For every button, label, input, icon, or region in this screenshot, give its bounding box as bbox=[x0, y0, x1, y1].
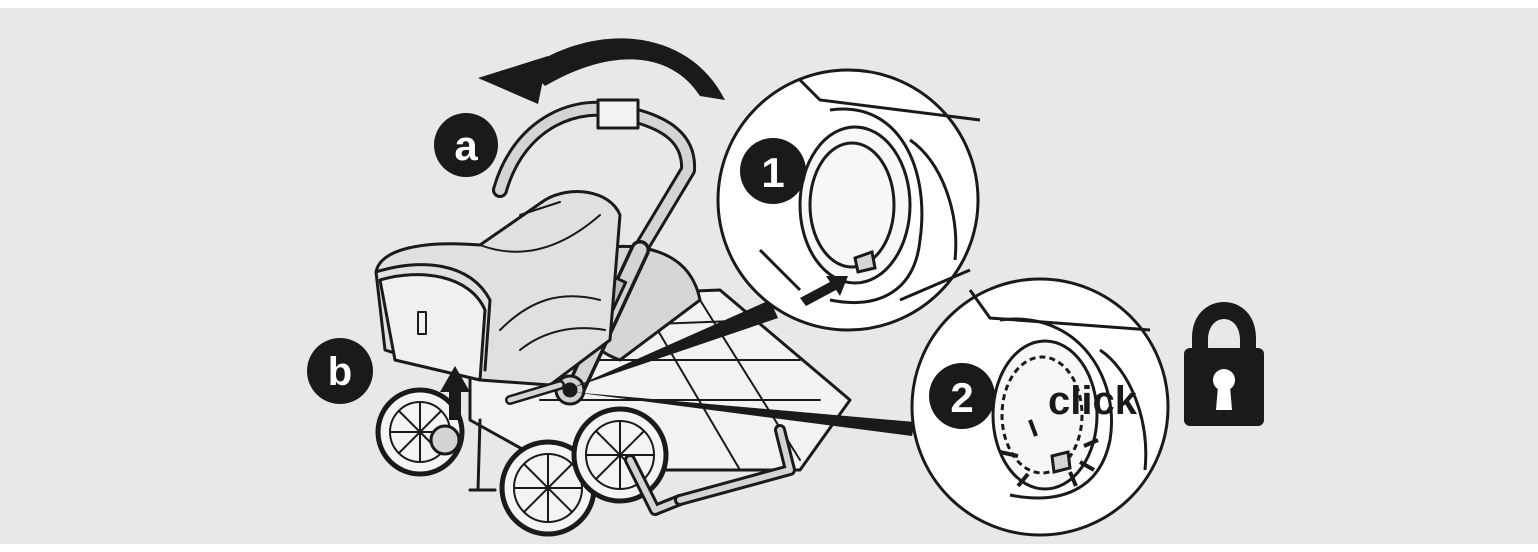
padlock-icon bbox=[1184, 302, 1264, 426]
callout-lines bbox=[572, 300, 915, 436]
zoom-circle-1 bbox=[716, 68, 981, 332]
step-marker-a-label: a bbox=[454, 122, 478, 169]
click-label: click bbox=[1048, 379, 1138, 423]
step-marker-a: a bbox=[434, 113, 498, 177]
zoom-circle-2: click bbox=[910, 277, 1170, 537]
push-arrow-icon bbox=[800, 276, 848, 306]
wheel-front-right bbox=[571, 406, 686, 516]
stroller-illustration bbox=[374, 98, 852, 537]
up-arrow-icon bbox=[440, 366, 470, 420]
step-marker-b-label: b bbox=[328, 350, 352, 394]
step-marker-1-label: 1 bbox=[761, 149, 784, 196]
step-marker-1: 1 bbox=[740, 138, 806, 204]
wheel-front-left bbox=[499, 439, 597, 537]
step-marker-2: 2 bbox=[929, 363, 995, 429]
rotate-arrow-icon bbox=[478, 38, 725, 104]
wheel-rear-left bbox=[375, 387, 465, 477]
step-marker-b: b bbox=[307, 338, 373, 404]
step-marker-2-label: 2 bbox=[950, 374, 973, 421]
